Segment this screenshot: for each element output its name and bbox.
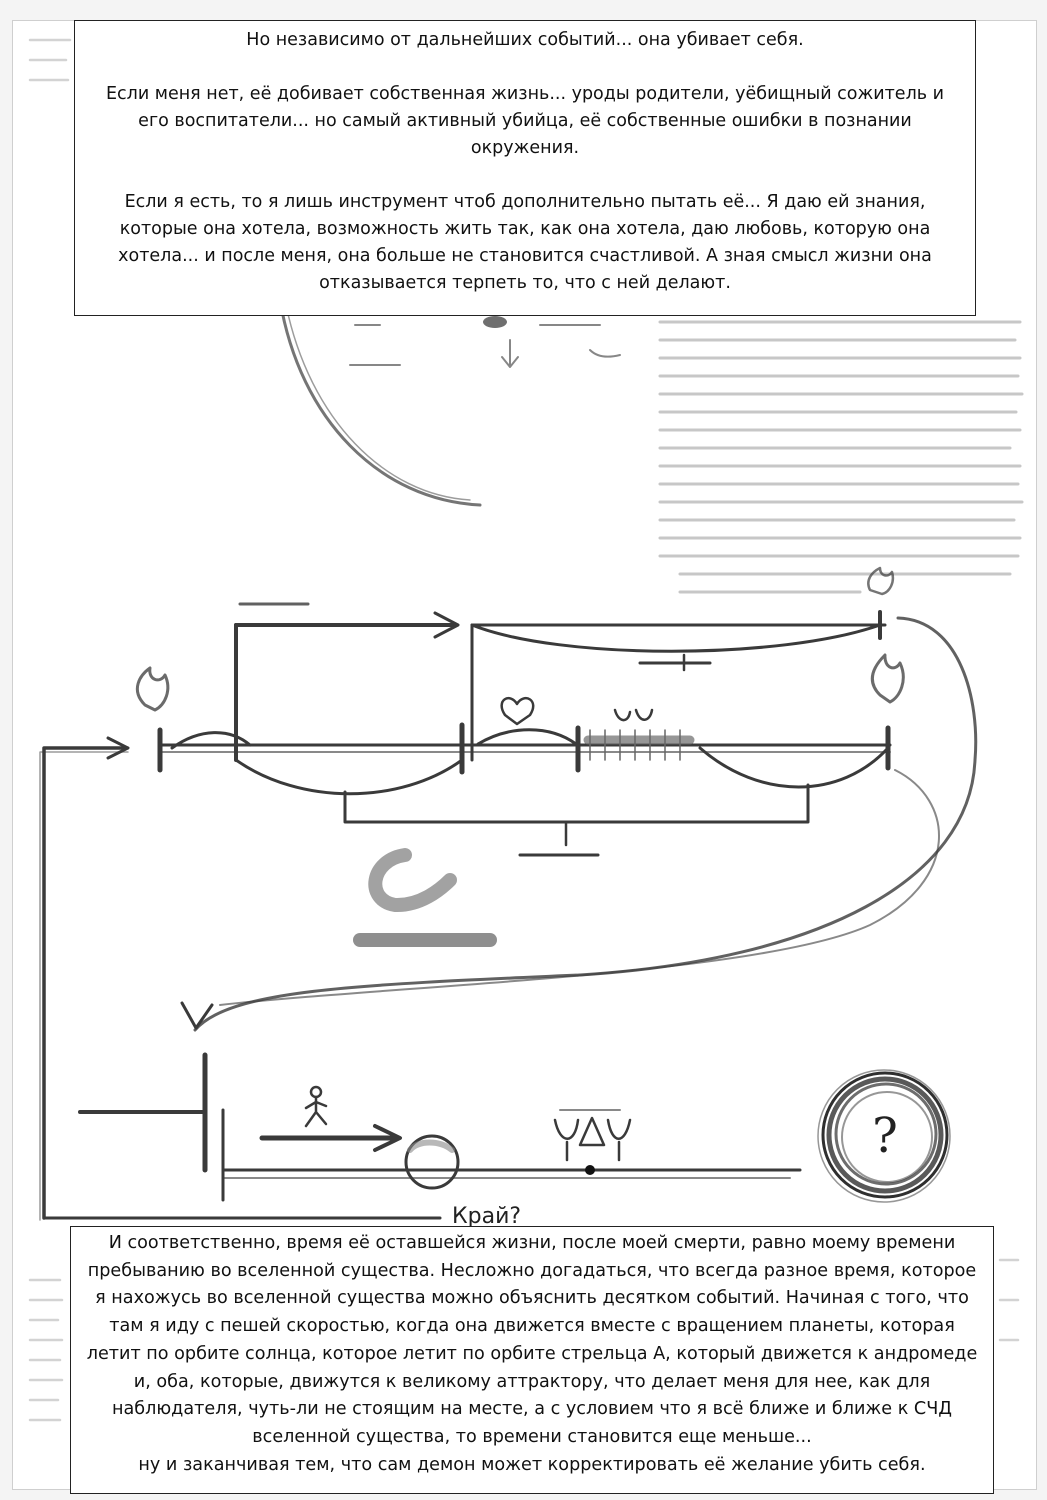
caption-top-line: Но независимо от дальнейших событий... о… xyxy=(246,30,804,50)
scribbled-circle xyxy=(817,1069,951,1203)
small-sketch-symbols xyxy=(349,316,621,368)
planet-sphere xyxy=(404,1134,460,1190)
end-label: Край? xyxy=(452,1204,521,1229)
walking-figure-icon xyxy=(304,1085,328,1128)
flame-icon-left xyxy=(135,666,170,712)
flame-icon-right xyxy=(870,653,905,704)
caption-bottom-paragraph-2: ну и заканчивая тем, что сам демон может… xyxy=(138,1454,926,1475)
caption-box-top: Но независимо от дальнейших событий... о… xyxy=(74,20,976,316)
heart-icon xyxy=(500,697,535,726)
caption-bottom-paragraph-1: И соответственно, время её оставшейся жи… xyxy=(86,1233,978,1447)
flame-icon-top xyxy=(867,566,895,596)
connecting-curve xyxy=(193,616,978,1032)
return-path-line xyxy=(42,746,127,1220)
blurred-handwritten-notes xyxy=(658,320,1024,594)
fork-triangle-symbols xyxy=(553,1109,632,1162)
blurred-glyph xyxy=(368,848,457,912)
question-mark: ? xyxy=(872,1108,898,1164)
large-arc-stroke xyxy=(278,298,482,507)
caption-top-paragraph-2: Если меня нет, её добивает собственная ж… xyxy=(105,84,945,158)
caption-box-bottom: И соответственно, время её оставшейся жи… xyxy=(70,1226,994,1494)
caption-top-paragraph-3: Если я есть, то я лишь инструмент чтоб д… xyxy=(118,192,932,293)
